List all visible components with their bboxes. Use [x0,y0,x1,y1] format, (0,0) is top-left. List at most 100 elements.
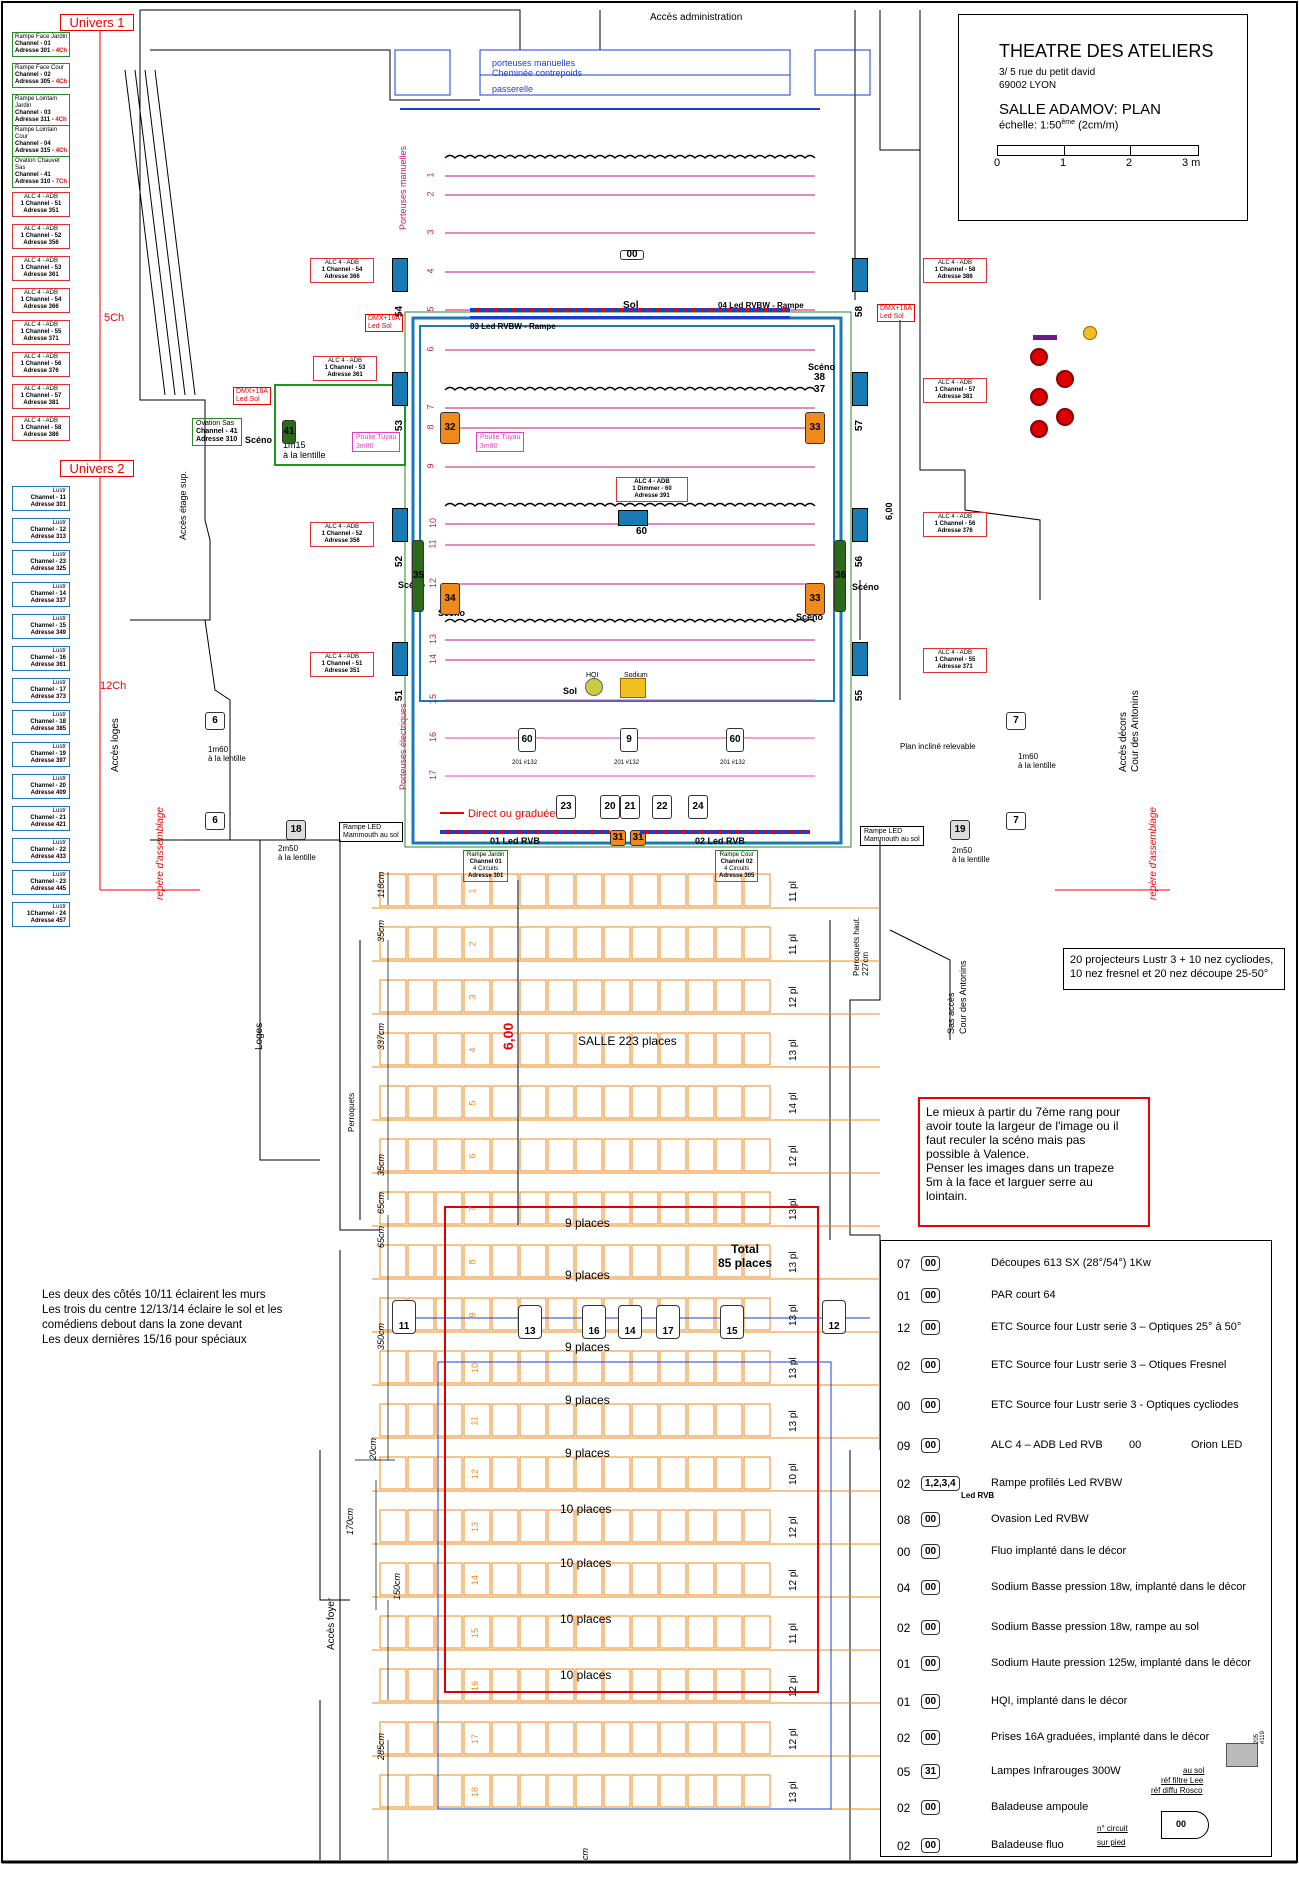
alc-address: Adresse 376 [937,528,973,534]
alc-channel: 1 Channel - 51 [20,201,62,207]
row-places: 13 pl [788,1039,799,1061]
scale-bar [997,145,1199,156]
salle-led-number: 14 [624,1326,636,1337]
sol-label: Sol [623,300,639,311]
seat [519,1085,547,1119]
rampe-04-bar [470,316,790,319]
seat [715,1032,743,1066]
seat [463,926,491,960]
led-bar-number: 54 [394,305,406,318]
row-number: 14 [470,1574,481,1586]
seat [603,926,631,960]
seat [547,1032,575,1066]
seat [687,1456,715,1490]
patch-name: Rampe Face Jardin [15,34,68,40]
curtain-line [444,154,816,159]
patch-name: Lustr [52,712,66,718]
legend-fixture-icon [1226,1743,1258,1767]
acces-admin-label: Accès administration [650,12,743,23]
legend-symbol-icon: 00 [921,1653,965,1675]
rampe-02-label: 02 Led RVB [695,836,745,846]
seat [547,1721,575,1755]
seat [715,1615,743,1649]
led-bar-number: 58 [854,305,866,318]
fresnel-fixture-number: 60 [521,734,533,745]
seat [687,1085,715,1119]
direct-arrow [440,812,464,814]
legend-description: Sodium Basse pression 18w, rampe au sol [991,1621,1199,1633]
row-number: 10 [470,1362,481,1374]
alc-name: ALC 4 - ADB [937,260,972,266]
patch-name: Rampe Lointain Jardin [15,96,58,109]
row-places: 10 pl [788,1463,799,1485]
legend-description: Baladeuse ampoule [991,1801,1089,1813]
sceno-label-1: Scéno [245,435,273,445]
seat [407,1721,435,1755]
salle-led-number: 15 [726,1326,738,1337]
seat [407,1085,435,1119]
seat [491,1138,519,1172]
seat [463,1350,491,1384]
alc-name: ALC 4 - ADB [23,290,58,296]
dimension-label: 35cm [376,919,386,942]
seat [519,1562,547,1596]
seat [407,1668,435,1702]
alc-name: ALC 4 - ADB [324,654,359,660]
seat [659,926,687,960]
alc-address: Adresse 356 [23,240,59,246]
places-label: 10 places [560,1612,612,1626]
legend-code: 09 [897,1439,911,1453]
seat [631,1138,659,1172]
patch-address: Adresse 313 [30,534,66,540]
seat [743,1403,771,1437]
dimension-label: 118cm [376,871,386,898]
seat [575,1085,603,1119]
legend-symbol-icon: 00 [921,1509,965,1531]
ch12-label: 12Ch [100,680,127,692]
sodium-fixture-number: 32 [444,422,456,433]
led-bar-number: 57 [854,419,866,432]
row-places: 12 pl [788,1145,799,1167]
bar-number: 10 [428,517,439,529]
seat [603,979,631,1013]
seat [463,1721,491,1755]
sodium-icon [620,678,646,698]
patch-channel: Channel - 16 [30,655,66,661]
alc-channel: 1 Channel - 52 [20,233,62,239]
legend-and-gate-icon [1161,1811,1209,1839]
acces-decors-label: Accès décors [1118,711,1129,772]
legend-code: 00 [897,1399,911,1413]
seat [603,1668,631,1702]
patch-channel: Channel - 18 [30,719,66,725]
dimension-label: 150cm [392,1572,402,1600]
acces-loges-label: Accès loges [110,718,121,772]
row-places: 11 pl [788,934,799,955]
infrarouge-lamp-icon [1056,408,1074,426]
seat [575,1350,603,1384]
seat [603,873,631,907]
seat [659,1774,687,1808]
seat [519,873,547,907]
alc-60-num: 60 [636,526,648,537]
alc-channel: 1 Channel - 56 [934,521,976,527]
seat [491,1509,519,1543]
led-fixture: 21 [620,795,640,819]
patch-address: Adresse 325 [30,566,66,572]
seat [491,926,519,960]
rampe-01-bar [440,830,610,834]
alc-name: ALC 4 - ADB [23,258,58,264]
patch-name: Lustr [52,648,66,654]
seat [491,1350,519,1384]
seat [379,1138,407,1172]
seat [603,1350,631,1384]
dimension-label: 65cm [376,1191,386,1214]
seat [435,1615,463,1649]
patch-count: 4Ch [55,79,68,85]
